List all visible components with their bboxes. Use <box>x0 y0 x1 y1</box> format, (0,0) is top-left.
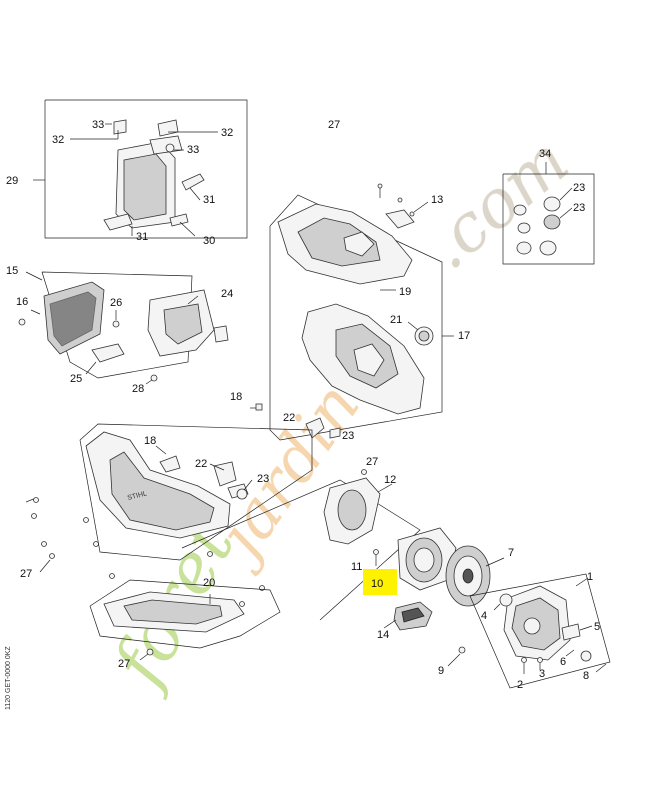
callout-10[interactable]: 10 <box>371 578 383 590</box>
callout-33a[interactable]: 33 <box>92 119 104 131</box>
callout-25[interactable]: 25 <box>70 373 82 385</box>
callout-34[interactable]: 34 <box>539 148 551 160</box>
callout-23d[interactable]: 23 <box>257 473 269 485</box>
callout-28[interactable]: 28 <box>132 383 144 395</box>
callout-27b[interactable]: 27 <box>366 456 378 468</box>
callout-10-highlight <box>363 569 397 595</box>
callout-29[interactable]: 29 <box>6 175 18 187</box>
callout-12[interactable]: 12 <box>384 474 396 486</box>
callout-7[interactable]: 7 <box>508 547 514 559</box>
callout-21[interactable]: 21 <box>390 314 402 326</box>
side-reference-code: 1120 GET-0000 0KZ <box>5 646 12 710</box>
callout-3[interactable]: 3 <box>539 668 545 680</box>
stihl-logo: STIHL <box>127 490 148 502</box>
callout-23a[interactable]: 23 <box>573 182 585 194</box>
callout-20[interactable]: 20 <box>203 577 215 589</box>
callout-11[interactable]: 11 <box>351 561 362 573</box>
starter-assembly <box>181 477 457 631</box>
callout-6[interactable]: 6 <box>560 656 566 668</box>
callout-23c[interactable]: 23 <box>342 430 354 442</box>
callout-26[interactable]: 26 <box>110 297 122 309</box>
callout-1[interactable]: 1 <box>587 571 593 583</box>
callout-27c[interactable]: 27 <box>20 568 32 580</box>
group-34-assembly <box>502 162 595 265</box>
callout-17[interactable]: 17 <box>458 330 470 342</box>
rear-handle-housing: STIHL <box>25 423 367 607</box>
callout-13[interactable]: 13 <box>431 194 443 206</box>
callout-22a[interactable]: 22 <box>283 412 295 424</box>
callout-30[interactable]: 30 <box>203 235 215 247</box>
callout-24[interactable]: 24 <box>221 288 233 300</box>
callout-2[interactable]: 2 <box>517 679 523 691</box>
group-20-assembly <box>89 579 281 661</box>
fan-wheel-and-crankcase <box>445 545 611 689</box>
callout-14[interactable]: 14 <box>377 629 389 641</box>
callout-32b[interactable]: 32 <box>221 127 233 139</box>
callout-16[interactable]: 16 <box>16 296 28 308</box>
group-24-assembly <box>18 271 229 385</box>
callout-31b[interactable]: 31 <box>136 231 148 243</box>
callout-19[interactable]: 19 <box>399 286 411 298</box>
callout-27a[interactable]: 27 <box>328 119 340 131</box>
callout-15[interactable]: 15 <box>6 265 18 277</box>
callout-22b[interactable]: 22 <box>195 458 207 470</box>
callout-8[interactable]: 8 <box>583 670 589 682</box>
callout-33b[interactable]: 33 <box>187 144 199 156</box>
callout-18b[interactable]: 18 <box>144 435 156 447</box>
callout-4[interactable]: 4 <box>481 610 487 622</box>
callout-32a[interactable]: 32 <box>52 134 64 146</box>
callout-23b[interactable]: 23 <box>573 202 585 214</box>
main-housing-assembly <box>250 183 454 441</box>
callout-18a[interactable]: 18 <box>230 391 242 403</box>
callout-5[interactable]: 5 <box>594 621 600 633</box>
callout-27d[interactable]: 27 <box>118 658 130 670</box>
callout-9[interactable]: 9 <box>438 665 444 677</box>
callout-labels: 1 2 3 4 5 6 7 8 9 10 11 12 13 14 15 16 1… <box>6 119 600 691</box>
group-29-assembly <box>33 99 248 239</box>
callout-31a[interactable]: 31 <box>203 194 215 206</box>
